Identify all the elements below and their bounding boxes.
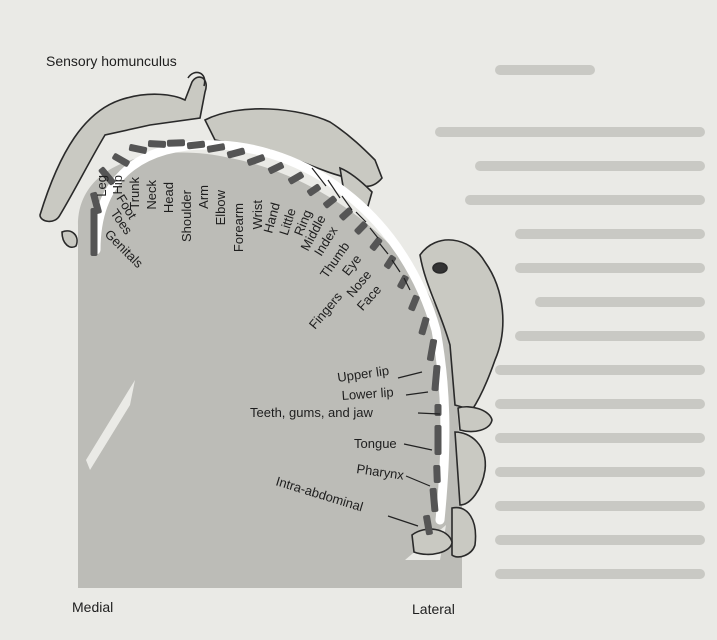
label-forearm: Forearm [231, 203, 246, 252]
lateral-label: Lateral [412, 601, 455, 617]
label-leg: Leg [94, 175, 109, 197]
homunculus-throat [452, 508, 476, 557]
label-teeth-gums-and-jaw: Teeth, gums, and jaw [250, 405, 373, 420]
strip-segment-5 [128, 144, 147, 155]
label-shoulder: Shoulder [179, 189, 194, 242]
strip-segment-27 [433, 465, 441, 483]
label-hip: Hip [110, 175, 125, 195]
strip-segment-26 [435, 425, 442, 455]
label-head: Head [161, 182, 176, 213]
label-neck: Neck [144, 180, 159, 210]
homunculus-tongue [455, 432, 485, 505]
label-tongue: Tongue [354, 436, 397, 451]
strip-segment-1 [91, 208, 98, 256]
strip-segment-7 [167, 139, 185, 147]
homunculus-eye [433, 263, 447, 273]
homunculus-jaw [458, 407, 492, 432]
figure-title: Sensory homunculus [46, 53, 177, 69]
homunculus-genitals [62, 231, 77, 247]
label-arm: Arm [196, 185, 211, 209]
label-elbow: Elbow [213, 189, 228, 225]
strip-segment-6 [148, 140, 166, 148]
medial-label: Medial [72, 599, 113, 615]
